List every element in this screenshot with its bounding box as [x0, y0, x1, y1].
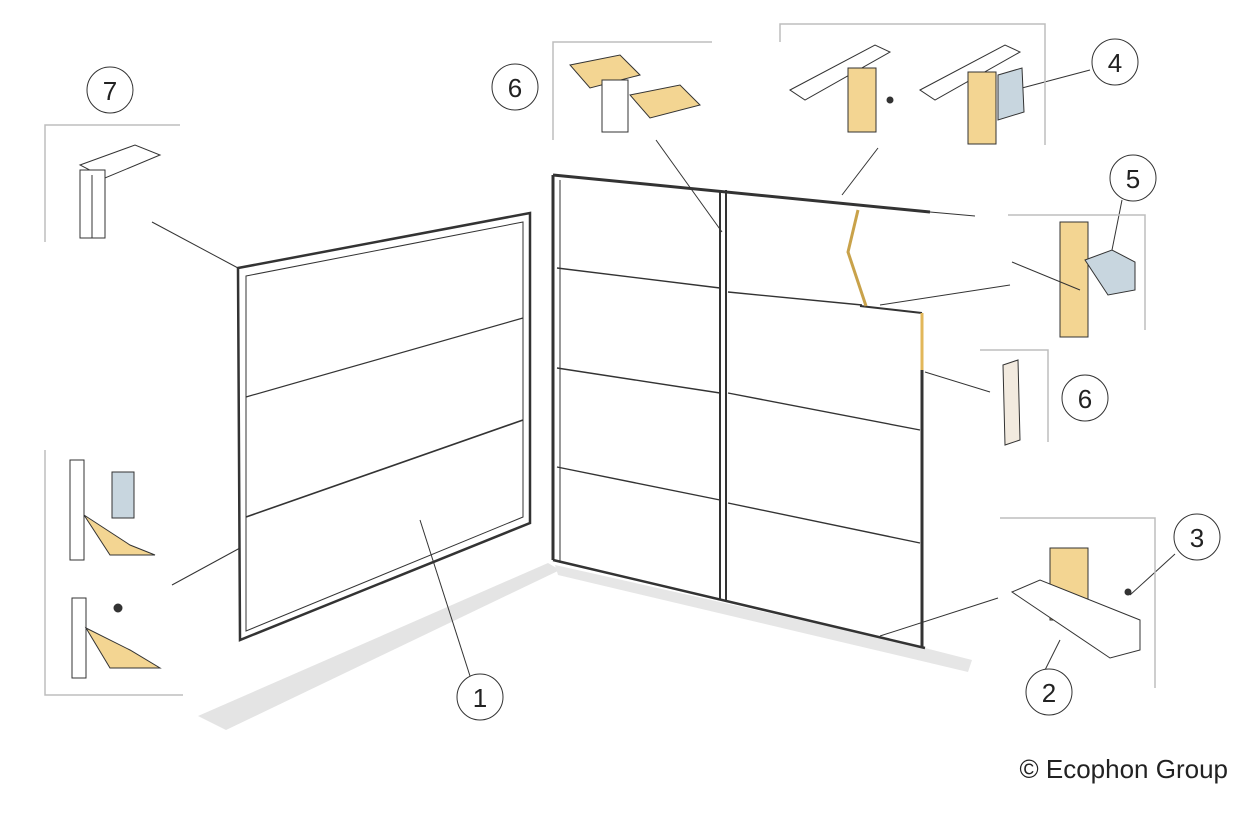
callout-3: 3 — [1173, 513, 1221, 561]
callout-1: 1 — [456, 673, 504, 721]
floor-shadow-left — [198, 563, 560, 730]
callout-2: 2 — [1025, 668, 1073, 716]
detail-5-clip — [1011, 221, 1136, 338]
svg-text:5: 5 — [1126, 164, 1140, 194]
svg-text:6: 6 — [1078, 384, 1092, 414]
svg-text:4: 4 — [1108, 48, 1122, 78]
detail-6-handle — [1002, 359, 1021, 446]
callout-6-top: 6 — [491, 63, 539, 111]
svg-text:2: 2 — [1042, 678, 1056, 708]
svg-text:1: 1 — [473, 683, 487, 713]
detail-brackets — [44, 23, 1156, 696]
wall-panel-left — [236, 211, 532, 642]
callout-7: 7 — [86, 66, 134, 114]
detail-2-3-bottom-rail — [1010, 547, 1141, 659]
detail-clip-profile — [69, 459, 162, 679]
detail-6-joint-top — [569, 54, 701, 133]
svg-text:7: 7 — [103, 76, 117, 106]
callout-6-right: 6 — [1061, 374, 1109, 422]
floor-shadow-right — [555, 565, 972, 672]
callout-5: 5 — [1109, 154, 1157, 202]
detail-4-top-rail — [789, 44, 1025, 145]
detail-7-frame-corner — [78, 144, 162, 239]
svg-text:6: 6 — [508, 73, 522, 103]
wall-panels-right — [551, 173, 931, 650]
callout-4: 4 — [1091, 38, 1139, 86]
leader-lines — [151, 69, 1176, 677]
svg-text:3: 3 — [1190, 523, 1204, 553]
copyright-notice: © Ecophon Group — [1019, 754, 1228, 784]
